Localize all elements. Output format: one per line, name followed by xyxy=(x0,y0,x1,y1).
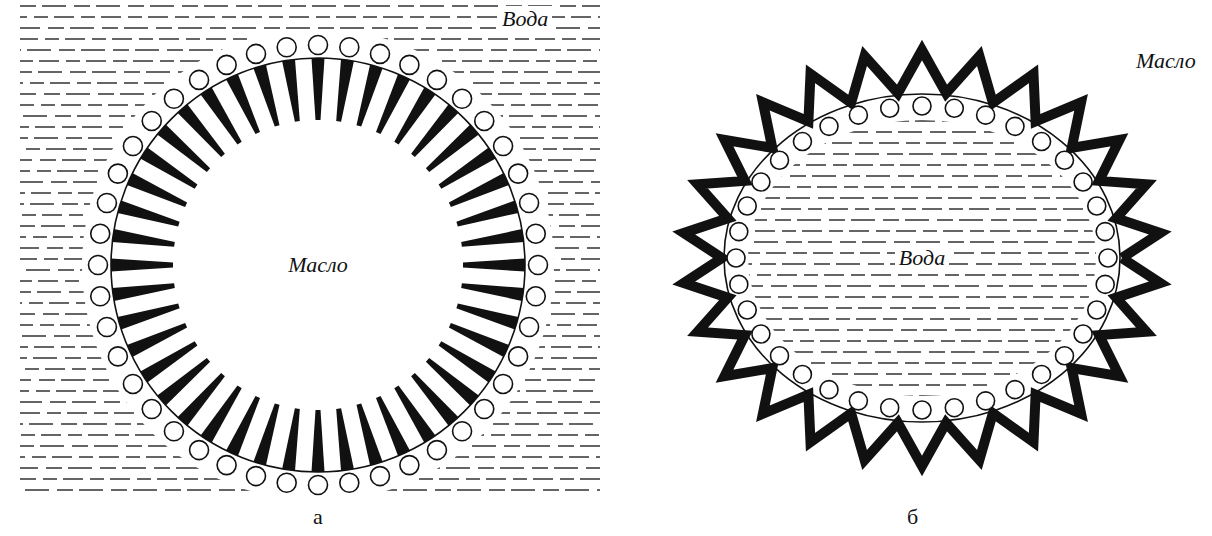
region-label: Масло xyxy=(284,252,352,278)
polar-heads xyxy=(727,97,1117,419)
polar-heads xyxy=(89,36,548,495)
interface-line xyxy=(111,58,525,472)
interface-line xyxy=(724,94,1120,422)
water-hatching xyxy=(20,6,600,490)
surfactant-tails xyxy=(684,50,1161,466)
water-hatching xyxy=(740,110,1100,396)
panel-letter: б xyxy=(903,504,922,530)
surfactant-tails xyxy=(111,58,525,472)
oil-core: Масло xyxy=(178,125,458,405)
region-label: Вода xyxy=(895,245,949,271)
water-core: Вода xyxy=(757,128,1087,388)
panel-letter: а xyxy=(309,504,327,530)
medium-label: Вода xyxy=(498,6,552,32)
medium-label: Масло xyxy=(1132,48,1200,74)
